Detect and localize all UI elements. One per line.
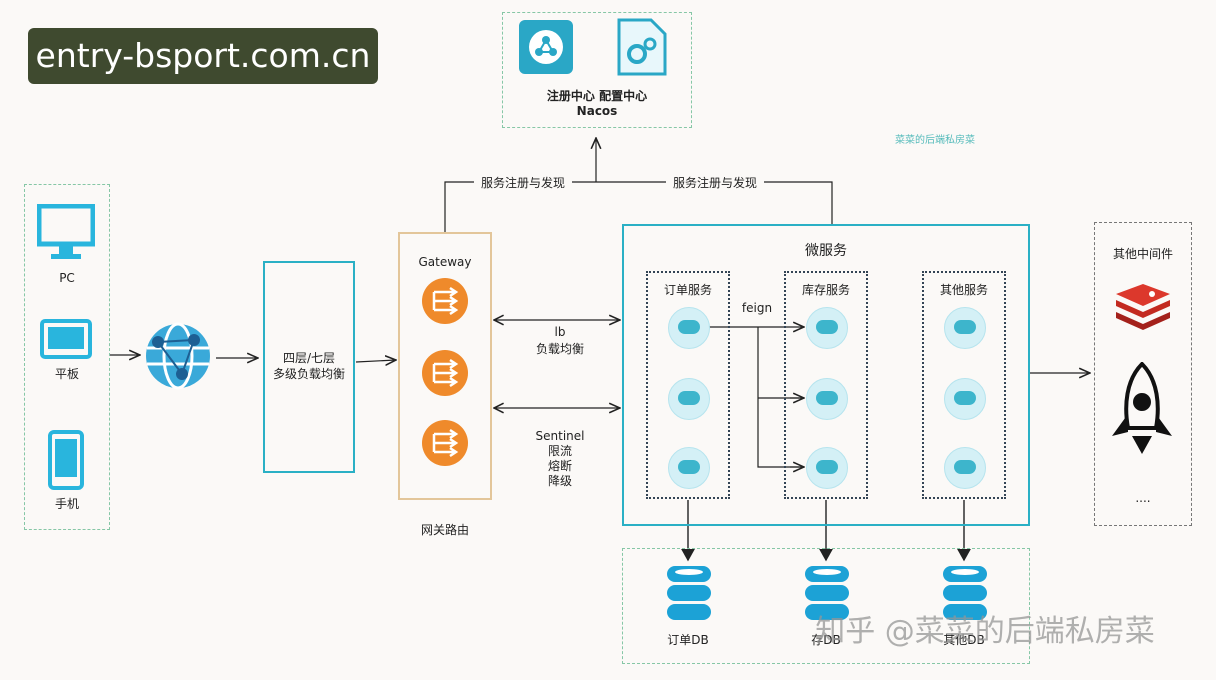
redis-icon [1114,284,1172,330]
client-label-pc: PC [59,271,75,285]
service-instance-icon [944,447,986,489]
order-db-label: 订单DB [667,633,709,647]
stock-service-group [784,271,868,499]
service-instance-icon [668,378,710,420]
client-label-tablet: 平板 [54,367,79,381]
nacos-box [502,12,692,128]
registration-label-left: 服务注册与发现 [474,175,572,191]
middleware-box [1094,222,1192,526]
feign-label: feign [741,301,773,315]
load-balancer-line1: 四层/七层 [282,351,336,365]
microservices-box [622,224,1030,526]
sentinel-label-line4: 降级 [547,474,572,488]
order-service-group [646,271,730,499]
middleware-title: 其他中间件 [1112,247,1173,261]
database-box [622,548,1030,664]
nacos-label-line2: Nacos [576,104,618,118]
gateway-box [398,232,492,500]
client-label-phone: 手机 [54,497,79,511]
middleware-ellipsis: .... [1135,491,1151,505]
load-balancer-line2: 多级负载均衡 [272,367,345,381]
database-icon [804,564,850,622]
sentinel-label-line2: 限流 [547,444,572,458]
other-service-group [922,271,1006,499]
gateway-title: Gateway [418,255,472,269]
nacos-label-line1: 注册中心 配置中心 [546,89,648,103]
gateway-instance-icon [422,420,468,466]
database-icon [942,564,988,622]
service-instance-icon [806,378,848,420]
gateway-instance-icon [422,278,468,324]
registry-icon [519,20,573,74]
zhihu-watermark: 知乎 @菜菜的后端私房菜 [815,614,1155,649]
service-instance-icon [806,447,848,489]
order-service-label: 订单服务 [663,283,712,297]
config-icon [617,18,667,76]
lb-label-line1: lb [554,325,566,339]
service-instance-icon [944,307,986,349]
lb-to-gateway-arrow [355,360,396,362]
sentinel-label-line1: Sentinel [535,429,585,443]
load-balancer-box [263,261,355,473]
watermark-banner: entry-bsport.com.cn [28,28,378,84]
registration-label-right: 服务注册与发现 [666,175,764,191]
monitor-icon [36,203,96,262]
gateway-instance-icon [422,350,468,396]
other-service-label: 其他服务 [939,283,988,297]
sentinel-label-line3: 熔断 [547,459,572,473]
phone-icon [48,430,84,490]
other-db-label: 其他DB [943,633,985,647]
clients-box [24,184,110,530]
service-instance-icon [806,307,848,349]
service-instance-icon [944,378,986,420]
database-icon [666,564,712,622]
globe-icon [142,320,214,392]
stock-service-label: 库存服务 [801,283,850,297]
service-instance-icon [668,447,710,489]
stock-db-label: 存DB [811,633,841,647]
gateway-caption: 网关路由 [420,523,469,537]
rocket-icon [1106,361,1178,456]
registration-line [444,181,833,232]
lb-label-line2: 负载均衡 [535,342,584,356]
microservices-title: 微服务 [805,243,847,259]
faint-text: 菜菜的后端私房菜 [895,135,975,146]
service-instance-icon [668,307,710,349]
tablet-icon [40,319,92,359]
